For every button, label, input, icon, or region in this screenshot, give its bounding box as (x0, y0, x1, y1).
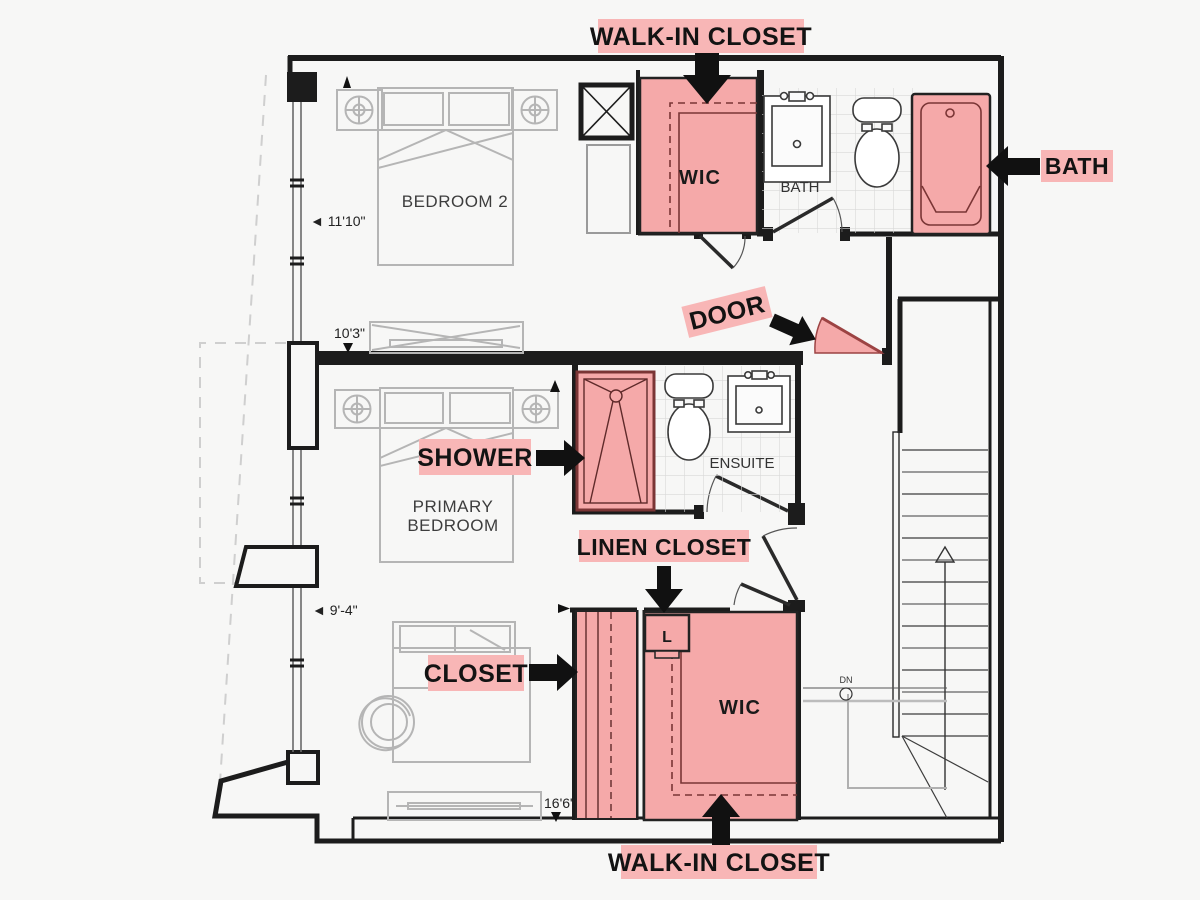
annotation-linen-label: LINEN CLOSET (577, 534, 752, 560)
bath-room-label: BATH (781, 179, 820, 196)
dim-bedroom-2-width: ◄ 11'10" (310, 213, 366, 229)
dim-primary-width: ◄ 9'-4" (312, 602, 358, 618)
stair-landing: DN (803, 675, 947, 789)
ensuite-room-label: ENSUITE (709, 455, 774, 472)
annotation-closet: CLOSET (424, 654, 578, 691)
linen-closet-label: L (662, 629, 672, 646)
primary-bedroom-label-1: PRIMARY (413, 497, 494, 516)
walk-in-closet-bottom: WIC L (642, 610, 799, 822)
arrow-down-icon (683, 53, 731, 104)
exterior-projection-lines (199, 74, 306, 783)
bedroom-2: BEDROOM 2 (336, 76, 558, 354)
walk-in-closet-top: WIC (638, 76, 759, 235)
wall-marker-icon (558, 604, 570, 613)
ensuite-toilet (664, 373, 714, 461)
bed-bedroom-2 (336, 87, 558, 266)
exterior-walls (212, 55, 1004, 844)
annotation-top-wic-label: WALK-IN CLOSET (590, 23, 812, 51)
wall-marker-icon (343, 76, 351, 88)
wall-pier-top-left (287, 72, 317, 102)
arrow-down-icon (645, 566, 683, 613)
bath-sink (763, 91, 831, 183)
bath-toilet (852, 97, 902, 188)
annotation-top-wic: WALK-IN CLOSET (590, 19, 812, 104)
annotation-bath-label: BATH (1045, 153, 1109, 179)
stair-dn-label: DN (840, 675, 853, 685)
dim-primary-depth: 16'6" (544, 795, 575, 811)
stair-winders (901, 735, 989, 819)
hall-door (761, 527, 799, 601)
stair-direction-arrow (934, 545, 956, 790)
annotation-shower: SHOWER (417, 439, 585, 476)
wall-marker-icon (550, 380, 560, 392)
dresser-bedroom-2 (369, 321, 524, 354)
ensuite-sink (727, 370, 791, 433)
mech-shaft (578, 82, 635, 234)
annotation-linen-closet: LINEN CLOSET (577, 530, 752, 613)
closet-reach-in (558, 604, 638, 820)
arrow-up-icon (702, 794, 740, 845)
ensuite-room: ENSUITE (575, 366, 795, 512)
staircase: DN (803, 431, 989, 819)
bathtub (910, 92, 992, 236)
linen-closet: L (643, 613, 691, 659)
annotation-bottom-wic: WALK-IN CLOSET (608, 794, 830, 879)
dim-arrow-down-icon (551, 812, 561, 822)
bath-room: BATH (762, 88, 992, 236)
wic-top-door (698, 234, 746, 270)
arrow-right-icon (769, 313, 816, 346)
annotation-bottom-wic-label: WALK-IN CLOSET (608, 849, 830, 877)
primary-bedroom-label-2: BEDROOM (407, 516, 498, 535)
storage-cabinet (586, 144, 631, 234)
arrow-left-icon (986, 146, 1040, 186)
arrow-right-icon (536, 440, 585, 476)
annotation-bath: BATH (986, 146, 1113, 186)
bedroom-2-label: BEDROOM 2 (402, 192, 509, 211)
shower-highlight (575, 370, 656, 512)
window-wall (233, 102, 319, 752)
wic-top-label: WIC (679, 167, 721, 189)
annotation-door: DOOR (681, 286, 816, 346)
wic-bottom-label: WIC (719, 697, 761, 719)
wall-pier-trapezoid (233, 545, 319, 588)
bath-door (772, 196, 843, 234)
window-mullions (290, 178, 304, 668)
dresser-primary (387, 791, 542, 821)
annotation-closet-label: CLOSET (424, 660, 528, 688)
entry-door-highlight (814, 316, 885, 355)
dim-bedroom-2-depth: 10'3" (334, 325, 365, 341)
wall-pier-bottom-left (286, 750, 320, 785)
wall-pier-mid (287, 341, 319, 450)
wic-bottom-door (733, 582, 791, 607)
round-chair (358, 695, 415, 752)
arrow-right-icon (529, 654, 578, 691)
dim-arrow-down-icon (343, 343, 353, 353)
stair-handrail (892, 431, 900, 738)
annotation-shower-label: SHOWER (417, 444, 533, 472)
